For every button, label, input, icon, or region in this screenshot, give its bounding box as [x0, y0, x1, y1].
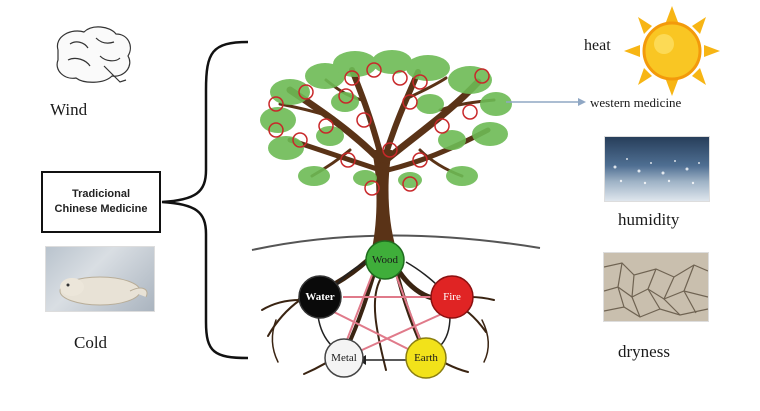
- cold-label: Cold: [74, 333, 108, 352]
- left-brace: [161, 40, 249, 360]
- cracked-earth-icon: [604, 262, 708, 318]
- rain-spray-icon: [613, 158, 700, 185]
- wood-label: Wood: [371, 254, 399, 266]
- fire-circle: [430, 275, 474, 319]
- water-circle: [298, 275, 342, 319]
- heat-label: heat: [584, 37, 611, 54]
- dryness-photo: [603, 252, 709, 322]
- tcm-line1: Tradicional: [71, 188, 131, 200]
- brain-icon: [56, 26, 131, 83]
- tcm-line2: Chinese Medicine: [54, 203, 148, 215]
- tcm-box: Tradicional Chinese Medicine: [41, 171, 161, 233]
- earth-circle: [405, 337, 447, 379]
- sun-icon: [624, 6, 720, 96]
- metal-circle: [324, 338, 364, 378]
- humidity-label: humidity: [618, 210, 680, 229]
- tree-canopy: [260, 50, 512, 188]
- humidity-photo: [604, 136, 710, 202]
- wind-label: Wind: [50, 100, 88, 119]
- arrow-to-western-medicine: [506, 98, 586, 106]
- western-medicine-label: western medicine: [590, 95, 682, 110]
- arctic-fox-icon: [59, 276, 148, 306]
- metal-label: Metal: [331, 352, 357, 364]
- red-markers: [268, 62, 490, 196]
- element-connections: [329, 274, 447, 351]
- dryness-label: dryness: [618, 342, 670, 361]
- earth-label: Earth: [414, 352, 438, 364]
- wood-circle: [365, 240, 405, 280]
- cold-photo: [45, 246, 155, 312]
- water-label: Water: [305, 291, 335, 303]
- fire-label: Fire: [443, 291, 461, 303]
- tree-trunk: [372, 150, 396, 248]
